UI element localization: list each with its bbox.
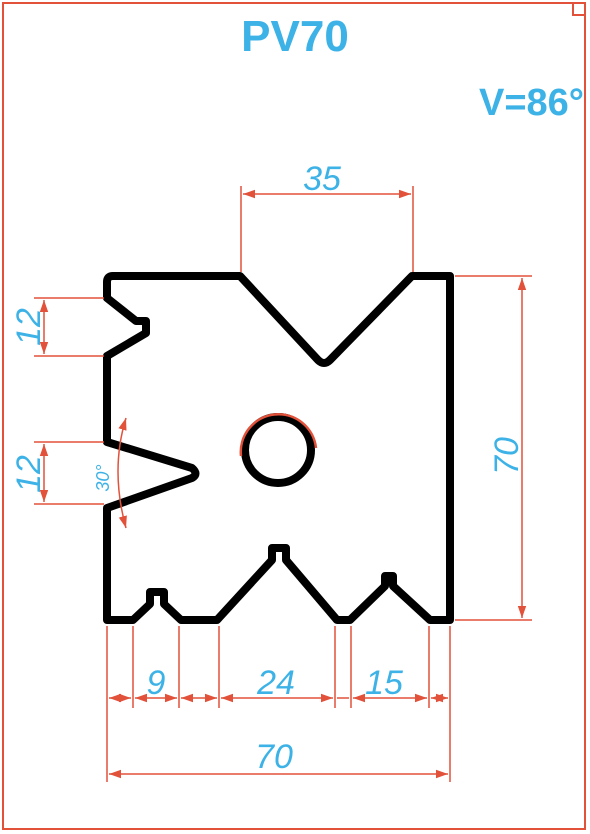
dim-label-bottom-24: 24 <box>256 664 295 702</box>
dim-label-left-upper-12: 12 <box>10 308 48 346</box>
dim-label-left-lower-12: 12 <box>10 455 48 493</box>
bottom-extension-lines <box>106 626 451 782</box>
profile-outline <box>103 272 454 624</box>
dim-label-top-35: 35 <box>303 160 341 198</box>
dim-notch-angle <box>117 417 127 529</box>
drawing-title: PV70 <box>241 12 349 61</box>
center-hole <box>241 413 315 487</box>
dim-left-upper-12 <box>34 297 104 357</box>
corner-mark <box>572 4 584 16</box>
v-angle-label: V=86° <box>478 82 584 124</box>
dim-right-70 <box>455 275 532 621</box>
dim-label-bottom-9: 9 <box>147 664 166 702</box>
dim-label-right-70: 70 <box>488 437 526 475</box>
dim-label-notch-angle: 30° <box>93 464 113 491</box>
dim-left-lower-12 <box>34 441 104 505</box>
hole-accent-arc <box>239 413 318 457</box>
dim-top-35 <box>240 186 414 272</box>
dim-label-bottom-15: 15 <box>365 664 403 702</box>
dim-label-overall-70: 70 <box>255 738 293 776</box>
